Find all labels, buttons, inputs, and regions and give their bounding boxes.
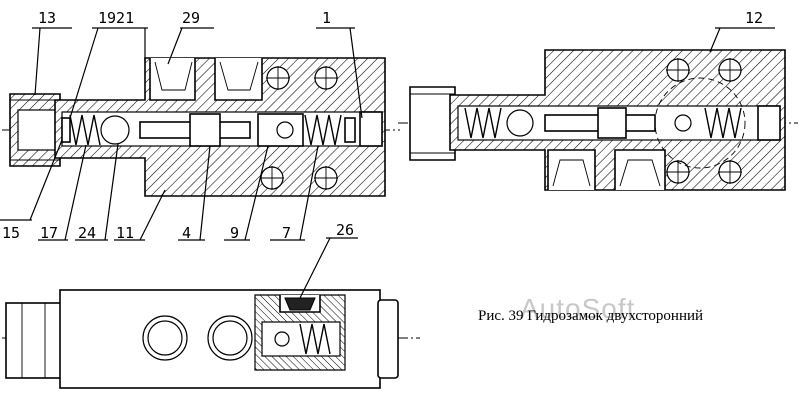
section-view-right — [398, 49, 798, 191]
seal-26 — [284, 297, 316, 311]
callout-13: 13 — [38, 9, 56, 27]
callout-1: 1 — [322, 9, 331, 27]
watermark-text: AutoSoft — [520, 293, 635, 324]
callout-11: 11 — [116, 224, 134, 242]
spring-17 — [69, 114, 101, 146]
callout-labels: 13 1921 29 1 12 15 17 24 11 4 9 7 26 — [2, 9, 763, 242]
port-right-top — [214, 58, 263, 101]
ball-24 — [100, 115, 130, 145]
section-view-left — [2, 57, 400, 197]
figure-caption: Рис. 39 Гидрозамок двухсторонний — [478, 308, 703, 324]
callout-15: 15 — [2, 224, 20, 242]
callout-17: 17 — [40, 224, 58, 242]
callout-7: 7 — [282, 224, 291, 242]
callout-4: 4 — [182, 224, 191, 242]
fitting-bore — [17, 109, 61, 151]
callout-12: 12 — [745, 9, 763, 27]
plug-1 — [359, 111, 383, 147]
spring-7 — [304, 114, 342, 146]
bottom-view — [2, 289, 420, 389]
callout-1921: 1921 — [98, 9, 134, 27]
ball-right — [506, 109, 534, 137]
fitting-bottom — [5, 302, 62, 379]
callout-29: 29 — [182, 9, 200, 27]
port-left-top — [149, 58, 196, 101]
callout-26: 26 — [336, 221, 354, 239]
fitting-right — [409, 86, 456, 161]
port-left-bottom — [547, 149, 596, 190]
leader-lines — [0, 27, 775, 299]
callout-24: 24 — [78, 224, 96, 242]
seat-15 — [61, 117, 71, 143]
port-right-bottom — [614, 149, 666, 190]
callout-9: 9 — [230, 224, 239, 242]
